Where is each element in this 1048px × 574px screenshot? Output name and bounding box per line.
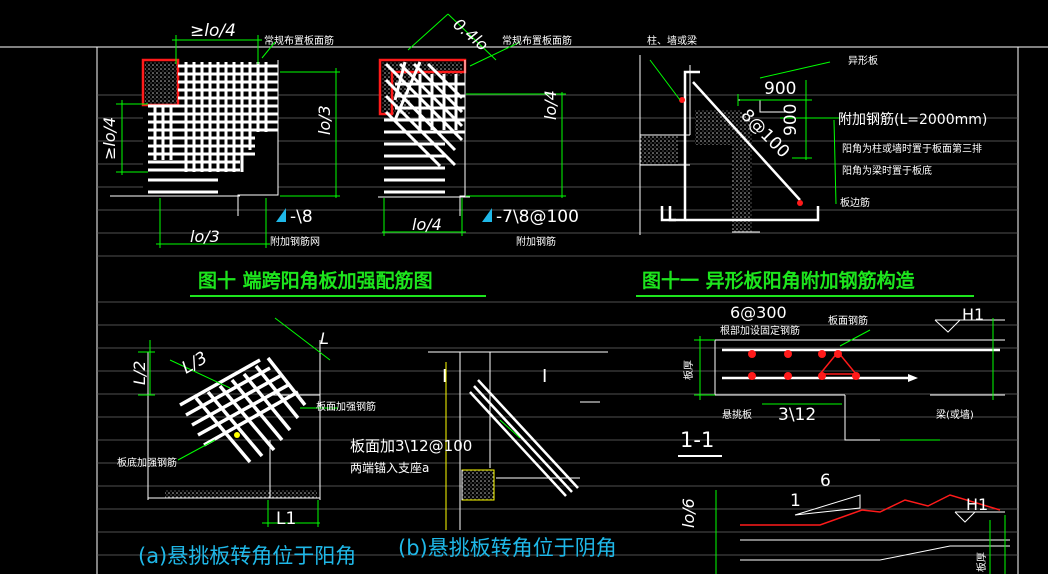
fig11-drawing <box>639 55 840 235</box>
fig-b-note-line2: 两端锚入支座a <box>350 460 429 475</box>
fig-b-caption: (b)悬挑板转角位于阴角 <box>398 536 617 560</box>
fig10-left-drawing <box>110 35 340 248</box>
section-spec-top: 6@300 <box>730 303 787 322</box>
section-slope-left: 1 <box>790 491 801 511</box>
fig10-left-marker: -\8 <box>290 207 313 227</box>
fig10-title: 图十 端跨阳角板加强配筋图 <box>198 269 433 292</box>
fig10-left-dim-top: ≥lo/4 <box>190 21 236 41</box>
fig-a-caption: (a)悬挑板转角位于阳角 <box>138 544 356 568</box>
fig11-note-edge: 板边筋 <box>840 196 870 209</box>
fig11-note-line3: 阳角为梁时置于板底 <box>842 164 932 177</box>
section-label-h1-lower: H1 <box>966 495 988 514</box>
section-drawing <box>678 318 1010 574</box>
fig11-title: 图十一 异形板阳角附加钢筋构造 <box>642 269 916 292</box>
fig11-note-line2: 阳角为柱或墙时置于板面第三排 <box>842 142 982 155</box>
fig-b-beam-left: I <box>442 366 447 387</box>
fig-a-dim-top: L <box>320 329 329 348</box>
fig11-note-column: 柱、墙或梁 <box>647 34 697 47</box>
section-label-slab: 悬挑板 <box>722 408 752 421</box>
section-note-top: 板面钢筋 <box>828 314 868 327</box>
fig10-left-note-top: 常规布置板面筋 <box>264 34 334 47</box>
section-title: 1-1 <box>680 428 714 452</box>
fig11-dim-900-v: 900 <box>781 104 801 136</box>
fig11-note-extra: 附加钢筋(L=2000mm) <box>838 111 987 128</box>
section-label-thick: 板厚 <box>682 360 695 380</box>
fig11-dim-900-h: 900 <box>764 79 796 99</box>
fig10-right-drawing <box>378 13 566 236</box>
section-label-h1: H1 <box>962 305 984 324</box>
section-slope-top: 6 <box>820 471 831 491</box>
fig-b-note-line1: 板面加3\12@100 <box>350 437 472 455</box>
fig10-right-dim-bottom: lo/4 <box>412 215 442 234</box>
fig-a-dim-left: L/2 <box>130 361 149 385</box>
fig10-right-note-bottom: 附加钢筋 <box>516 235 556 248</box>
section-spec-bottom: 3\12 <box>778 405 816 425</box>
fig10-left-dim-left: ≥lo/4 <box>100 117 119 160</box>
fig10-right-dim-right: lo/4 <box>541 90 560 120</box>
fig-b-beam-right: I <box>542 366 547 387</box>
fig10-right-marker: -7\8@100 <box>496 207 579 227</box>
section-note-fix: 根部加设固定钢筋 <box>720 324 800 337</box>
fig-a-dim-bottom: L1 <box>276 509 296 529</box>
fig-a-dim-diag: L/3 <box>179 348 212 378</box>
fig-a-note-bottom: 板底加强钢筋 <box>117 456 177 469</box>
section-label-thick-lower: 板厚 <box>975 552 988 572</box>
section-dim-left-lower: lo/6 <box>679 498 698 528</box>
fig10-left-dim-bottom: lo/3 <box>190 227 220 246</box>
fig-a-drawing <box>138 317 338 527</box>
fig10-left-dim-right: lo/3 <box>315 105 334 135</box>
fig10-right-note-top: 常规布置板面筋 <box>502 34 572 47</box>
fig-a-note-top: 板面加强钢筋 <box>316 400 376 413</box>
fig11-note-slab: 异形板 <box>848 54 878 67</box>
fig-b-drawing <box>428 351 608 530</box>
section-label-beam: 梁(或墙) <box>936 408 974 421</box>
fig10-right-dim-top: 0.4lo <box>449 15 492 55</box>
fig10-left-note-bottom: 附加钢筋网 <box>270 235 320 248</box>
